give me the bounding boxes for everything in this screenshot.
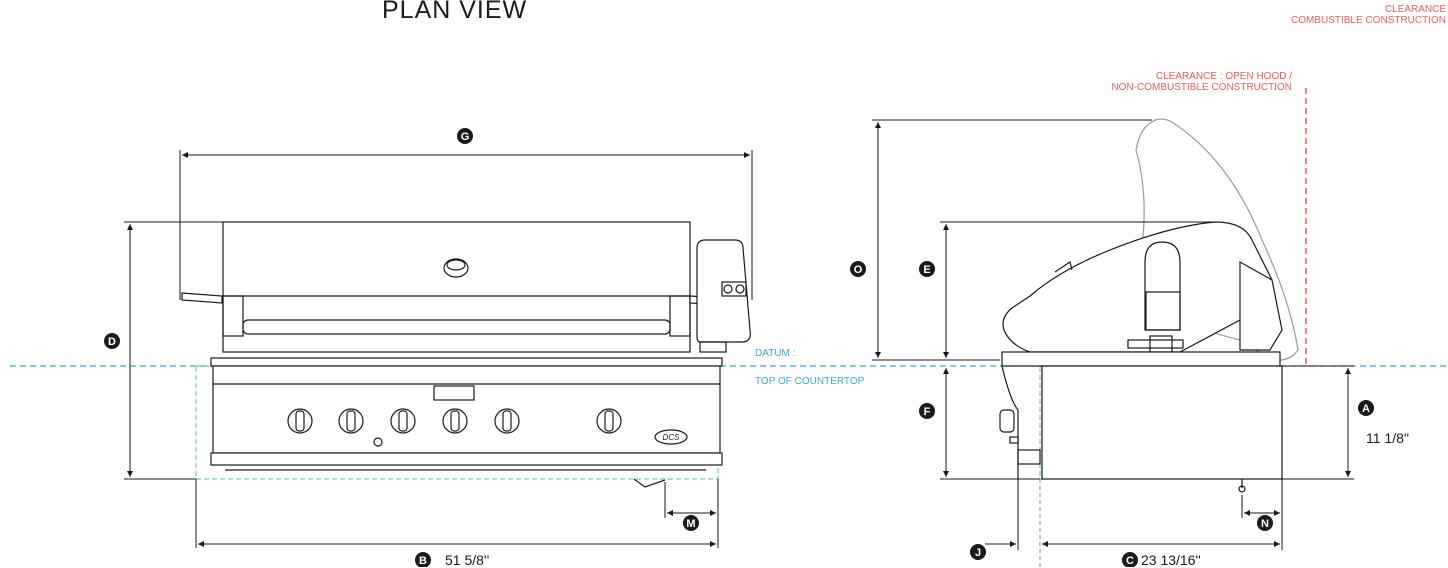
marker-c: C — [1122, 552, 1138, 567]
marker-f: F — [919, 403, 935, 419]
clearance-open-hood-label: CLEARANCE : OPEN HOOD / NON-COMBUSTIBLE … — [1111, 71, 1292, 93]
svg-text:M: M — [686, 518, 695, 530]
ignition-button — [373, 437, 383, 447]
svg-text:O: O — [854, 264, 863, 276]
side-burner — [696, 239, 751, 343]
drip-tray — [210, 452, 723, 466]
front-view — [181, 221, 751, 488]
marker-a: A — [1358, 400, 1374, 416]
dimension-markers: G D M B O E F A J C N — [104, 128, 1374, 567]
marker-g: G — [457, 128, 473, 144]
svg-text:N: N — [1261, 518, 1269, 530]
side-view — [999, 118, 1299, 493]
svg-text:C: C — [1126, 555, 1134, 567]
side-handle — [1144, 241, 1181, 331]
hood-emblem — [443, 258, 469, 278]
svg-text:B: B — [419, 555, 427, 567]
marker-d: D — [104, 333, 120, 349]
svg-text:E: E — [923, 264, 930, 276]
side-hood — [1002, 221, 1273, 353]
side-body — [1041, 365, 1283, 480]
clearance-combustible-label: CLEARANCE COMBUSTIBLE CONSTRUCTION — [1290, 4, 1446, 26]
datum-label-line2: TOP OF COUNTERTOP — [755, 376, 865, 387]
hood — [222, 221, 691, 353]
marker-b: B — [415, 552, 431, 567]
svg-text:F: F — [924, 406, 931, 418]
side-dimensions — [872, 119, 1354, 567]
burner-knobs — [287, 408, 622, 434]
marker-m: M — [683, 515, 699, 531]
brand-badge — [654, 429, 688, 445]
marker-n: N — [1257, 515, 1273, 531]
dimension-a-value: 11 1/8'' — [1366, 430, 1410, 446]
datum-label-line1: DATUM : — [755, 348, 796, 359]
control-panel — [212, 365, 721, 454]
svg-text:G: G — [461, 131, 470, 143]
hood-handle-left — [181, 292, 223, 304]
marker-j: J — [970, 544, 986, 560]
brand-badge-text: DCS — [663, 433, 681, 442]
marker-o: O — [850, 261, 866, 277]
front-dimensions — [124, 150, 753, 548]
open-hood-outline — [1135, 118, 1299, 361]
page-title: PLAN VIEW — [382, 0, 528, 24]
base-top-rail — [210, 357, 723, 367]
dimension-b-value: 51 5/8'' — [445, 552, 490, 568]
marker-e: E — [919, 261, 935, 277]
dimension-c-value: 23 13/16'' — [1141, 552, 1201, 568]
svg-text:A: A — [1362, 403, 1370, 415]
svg-text:J: J — [975, 547, 981, 559]
svg-text:D: D — [108, 336, 116, 348]
